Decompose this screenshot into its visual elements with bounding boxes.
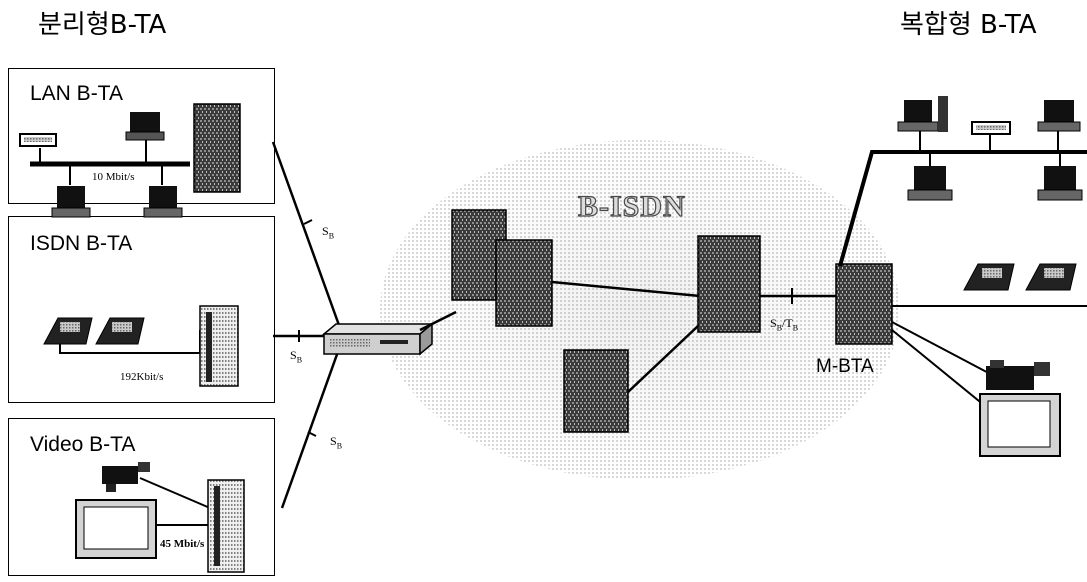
link-isdn-to-switch	[273, 330, 324, 342]
right-camera-icon	[986, 360, 1050, 390]
sb-middle-letter: S	[290, 348, 297, 362]
sb-middle-sub: B	[297, 355, 302, 364]
lan-hub-icon	[20, 134, 56, 146]
isdn-phone-1-icon	[44, 318, 92, 344]
right-pc-top-left-icon	[898, 96, 948, 132]
right-hub-icon	[972, 122, 1010, 134]
lan-bta-label: LAN B-TA	[30, 82, 123, 106]
lan-rate-label: 10 Mbit/s	[92, 171, 134, 183]
sb-bottom-sub: B	[337, 441, 342, 450]
sb-label-bottom: SB	[330, 434, 342, 450]
isdn-rate-label: 192Kbit/s	[120, 371, 163, 383]
access-switch-icon	[324, 324, 432, 354]
sbtb-t-letter: T	[785, 316, 792, 330]
lan-bta-server-icon	[194, 104, 240, 192]
m-bta-server-icon	[836, 264, 892, 344]
isdn-bta-server-icon	[200, 306, 238, 386]
video-bta-server-icon	[208, 480, 244, 572]
m-bta-label: M-BTA	[816, 356, 874, 378]
sb-bottom-letter: S	[330, 434, 337, 448]
lan-pc-left-icon	[52, 186, 90, 217]
video-rate-label: 45 Mbit/s	[160, 538, 204, 550]
right-pc-bottom-left-icon	[908, 166, 952, 200]
core-switch-2-icon	[496, 240, 552, 326]
core-switch-4-icon	[698, 236, 760, 332]
isdn-bta-label: ISDN B-TA	[30, 232, 132, 256]
lan-pc-right-icon	[144, 186, 182, 217]
video-bta-label: Video B-TA	[30, 433, 135, 457]
lan-pc-top-icon	[126, 112, 164, 140]
core-switch-3-icon	[564, 350, 628, 432]
right-phone-2-icon	[1026, 264, 1076, 290]
video-camera-icon	[102, 462, 150, 492]
sb-label-top: SB	[322, 224, 334, 240]
right-pc-bottom-right-icon	[1038, 166, 1082, 200]
isdn-phone-2-icon	[96, 318, 144, 344]
right-pc-top-right-icon	[1038, 100, 1080, 131]
video-tv-icon	[76, 500, 156, 558]
sbtb-t-sub: B	[793, 323, 798, 332]
link-video-to-switch	[282, 346, 340, 508]
sbtb-s-letter: S	[770, 316, 777, 330]
right-phone-1-icon	[964, 264, 1014, 290]
right-tv-icon	[980, 394, 1060, 456]
b-isdn-label: B-ISDN	[578, 190, 686, 224]
sb-label-middle: SB	[290, 348, 302, 364]
sb-top-letter: S	[322, 224, 329, 238]
sb-tb-label: SB/TB	[770, 316, 798, 332]
sb-top-sub: B	[329, 231, 334, 240]
